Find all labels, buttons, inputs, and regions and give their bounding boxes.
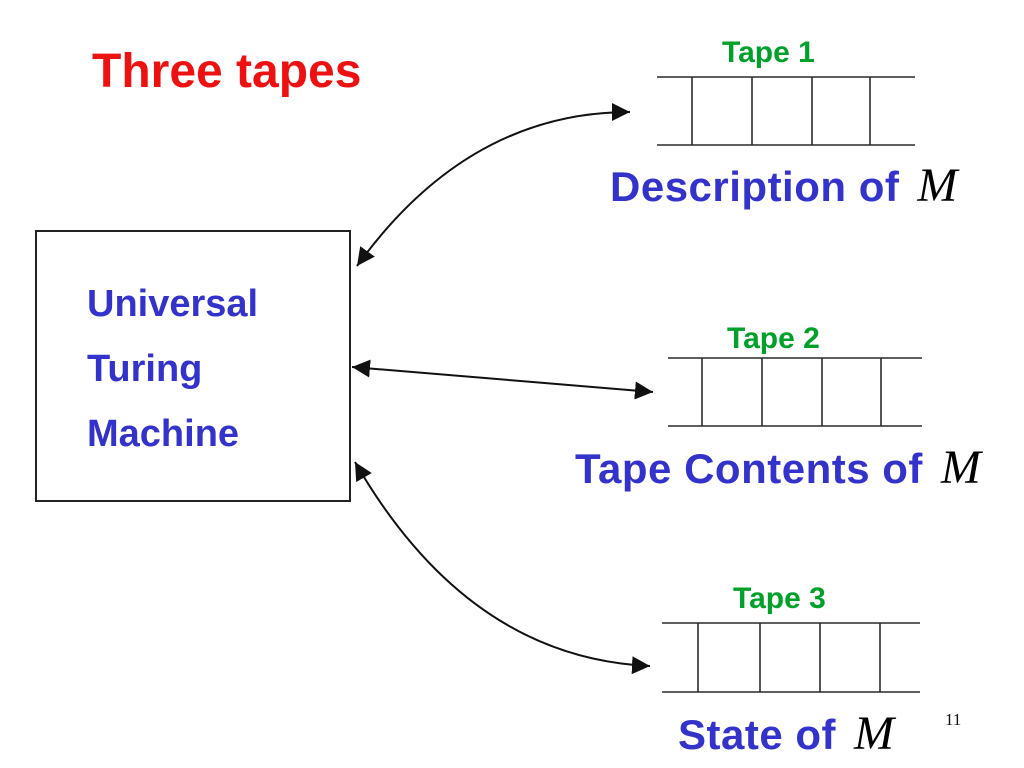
arrow-utm-to-tape1-icon [356,103,631,267]
tape1-label: Tape 1 [722,36,815,69]
utm-box-line: Turing [87,348,203,390]
tape3-caption: State of M [678,706,894,761]
utm-box-line: Universal [87,283,259,325]
tape2-label: Tape 2 [727,322,820,355]
tape1-graphic [657,76,915,146]
utm-box-line: Machine [87,413,240,455]
tape2-caption-text: Tape Contents of [575,445,923,492]
tape2-caption: Tape Contents of M [575,440,981,495]
tape3-caption-text: State of [678,711,837,758]
tape3-graphic [662,622,920,693]
arrow-utm-to-tape3-icon [354,461,651,675]
arrow-utm-to-tape2-icon [351,359,654,400]
tape1-caption-text: Description of [610,163,900,210]
tape1-caption: Description of M [610,158,957,213]
tape2-graphic [668,357,922,427]
machine-symbol: M [917,159,958,212]
page-number: 11 [945,710,962,729]
slide-title: Three tapes [92,45,362,98]
utm-box: Universal Turing Machine [35,230,351,502]
machine-symbol: M [940,441,981,494]
machine-symbol: M [854,707,894,760]
tape3-label: Tape 3 [733,582,826,615]
